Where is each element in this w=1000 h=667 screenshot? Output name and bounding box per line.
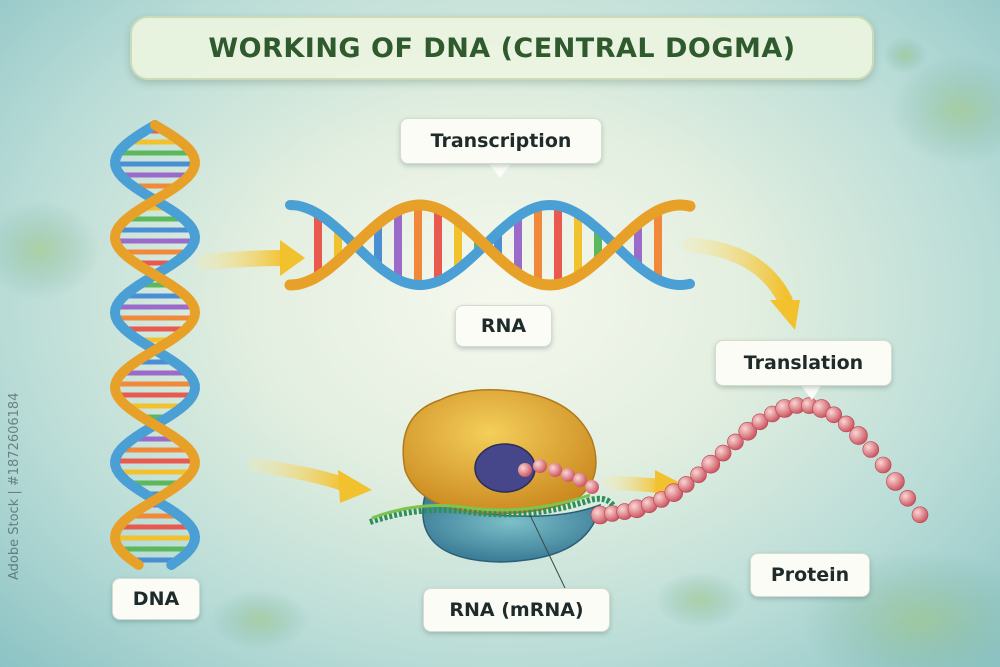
amino-acid-bead [714, 444, 732, 462]
amino-acid-bead [533, 459, 547, 473]
amino-acid-bead [738, 421, 758, 441]
ribosome [369, 389, 618, 589]
amino-acid-bead [585, 480, 599, 494]
amino-acid-bead [701, 454, 721, 474]
amino-acid-bead [911, 506, 929, 524]
transcription-label-tail [488, 162, 512, 178]
amino-acid-bead [751, 413, 769, 431]
dna-strand-orange [109, 120, 201, 570]
rna-label: RNA [455, 305, 552, 347]
translation-label-tail [800, 384, 822, 400]
amino-acid-bead [886, 472, 905, 491]
translation-label: Translation [715, 340, 892, 386]
amino-acid-bead [849, 426, 868, 445]
dna-double-helix [109, 120, 201, 570]
amino-acid-bead [862, 441, 880, 458]
amino-acid-bead [518, 463, 532, 477]
page-title: WORKING OF DNA (CENTRAL DOGMA) [208, 32, 796, 64]
amino-acid-bead [874, 456, 892, 474]
rna-strand-orange [284, 199, 696, 291]
protein-label: Protein [750, 553, 870, 597]
amino-acid-bead [561, 468, 575, 482]
transcription-label: Transcription [400, 118, 602, 164]
amino-acid-bead [899, 489, 917, 507]
amino-acid-bead [837, 415, 855, 433]
stock-watermark: Adobe Stock | #1872606184 [7, 392, 22, 580]
amino-acid-bead [727, 433, 744, 451]
amino-acid-bead [825, 406, 843, 424]
title-banner: WORKING OF DNA (CENTRAL DOGMA) [130, 16, 874, 80]
protein-chain [518, 397, 929, 525]
rna-strand [284, 199, 696, 291]
amino-acid-bead [677, 476, 695, 493]
mrna-label: RNA (mRNA) [423, 588, 610, 632]
amino-acid-bead [573, 473, 587, 487]
dna-label: DNA [112, 578, 200, 620]
arrow-dna-to-ribosome [248, 458, 372, 503]
arrow-rna-to-translation [682, 237, 800, 330]
amino-acid-bead [548, 463, 562, 477]
arrow-dna-to-rna [197, 240, 305, 276]
amino-acid-bead [664, 483, 684, 503]
amino-acid-bead [690, 466, 707, 484]
